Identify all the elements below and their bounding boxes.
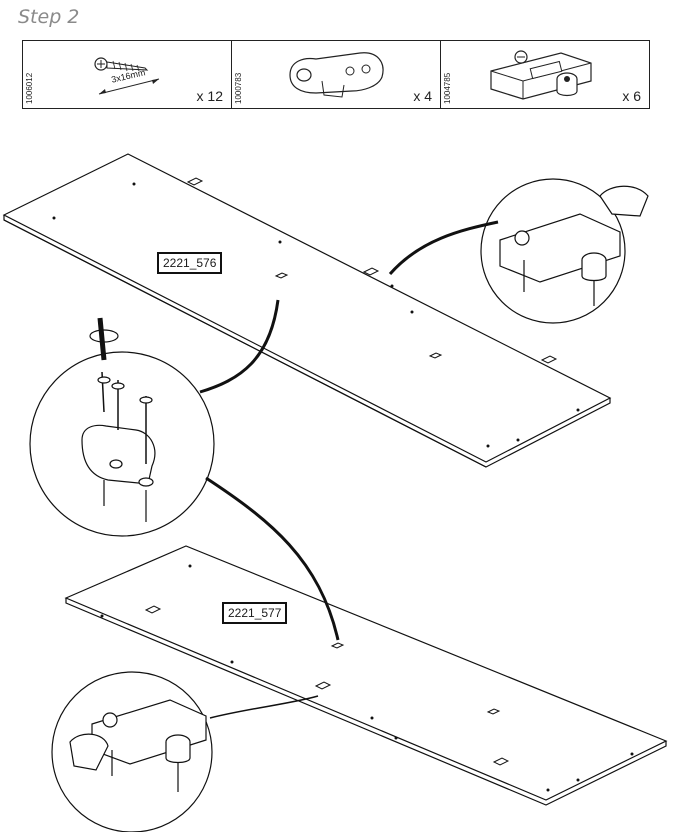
parts-table: 3x16mm 1006012 x 12 1000783 x 4 1004785 … [22,40,650,109]
hanger-detail-lower [69,699,207,792]
step-title: Step 2 [18,6,80,28]
screw-icon [94,57,160,95]
fitting-markers [144,177,558,766]
panel-label-upper: 2221_576 [157,252,223,274]
drill-holes [52,182,634,792]
bracket-icon [289,52,384,98]
part-quantity: x 6 [622,88,641,104]
part-quantity: x 4 [413,88,432,104]
hanger-fitting-icon [490,50,592,100]
panel-lower [64,545,668,806]
part-quantity: x 12 [196,88,223,104]
part-cell-bracket: 1000783 x 4 [232,41,441,108]
panel-upper [2,153,612,468]
bracket-detail [81,317,156,522]
part-cell-screw: 3x16mm 1006012 x 12 [23,41,232,108]
part-cell-hanger: 1004785 x 6 [441,41,649,108]
panel-label-lower: 2221_577 [222,602,288,624]
hanger-detail-upper [499,185,649,306]
